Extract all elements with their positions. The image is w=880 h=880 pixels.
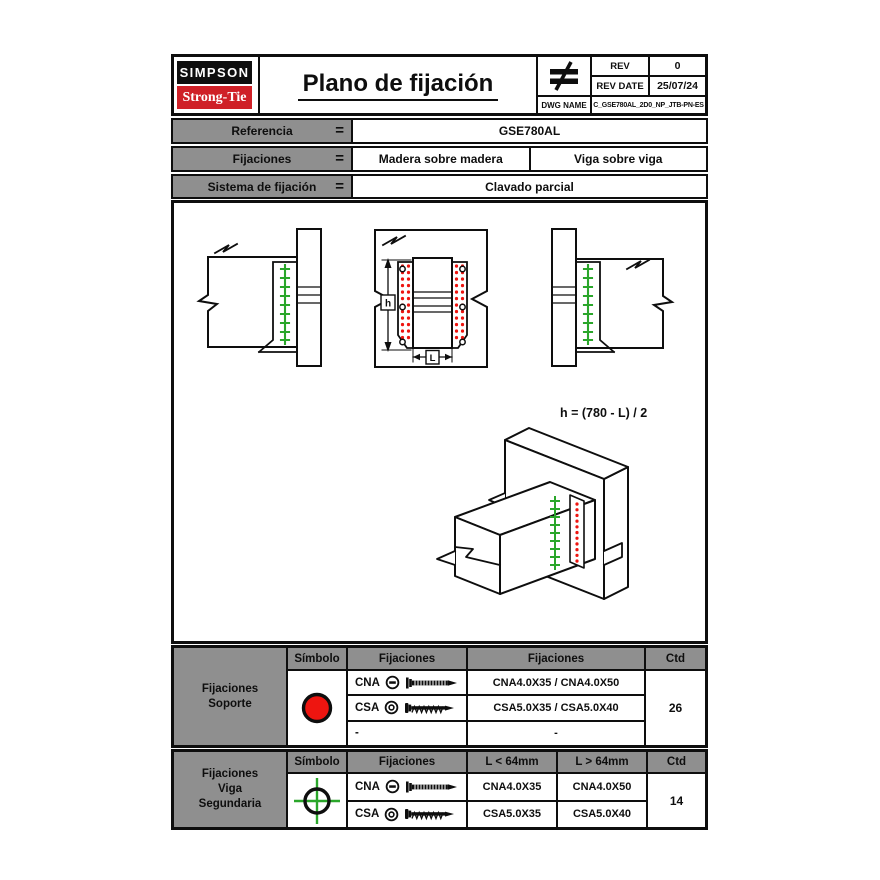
support-row-cna: CNA — [348, 671, 466, 695]
isometric-view — [436, 427, 629, 600]
dim-L-label: L — [430, 353, 436, 364]
secondary-header-ctd: Ctd — [648, 752, 705, 772]
projection-symbol-cell — [538, 57, 590, 95]
nail-head-icon — [385, 675, 400, 690]
fastener-code: - — [355, 727, 359, 740]
info-row-sistema: Sistema de fijación = Clavado parcial — [171, 174, 708, 199]
referencia-label-cell: Referencia = — [173, 120, 353, 142]
secondary-row-cna: CNA — [348, 774, 466, 800]
logo-cell: SIMPSON Strong-Tie — [174, 57, 260, 113]
nail-marks-green — [550, 496, 560, 570]
rev-value: 0 — [650, 57, 705, 75]
referencia-label: Referencia — [231, 124, 293, 138]
dimension-h — [380, 258, 412, 352]
technical-drawing: h L h = (780 - L) / 2 — [196, 228, 675, 600]
secondary-csa-long: CSA5.0X40 — [558, 801, 646, 827]
secondary-row-csa: CSA — [348, 801, 466, 827]
simpson-logo-text: SIMPSON — [179, 65, 250, 80]
equals-sign: = — [335, 121, 344, 139]
first-angle-projection-icon — [550, 61, 578, 91]
info-row-referencia: Referencia = GSE780AL — [171, 118, 708, 144]
secondary-header-l-less: L < 64mm — [468, 752, 556, 772]
support-header-simbolo: Símbolo — [288, 648, 346, 669]
support-header-fijaciones-1: Fijaciones — [348, 648, 466, 669]
support-row-empty: - — [348, 721, 466, 745]
title-cell: Plano de fijación — [260, 57, 536, 113]
side-view-right — [551, 228, 675, 367]
front-view-center — [374, 229, 488, 368]
fijaciones-label-cell: Fijaciones = — [173, 148, 353, 170]
secondary-csa-short: CSA5.0X35 — [468, 801, 556, 827]
revision-block: REV 0 REV DATE 25/07/24 DWG NAME C_GSE78… — [536, 57, 705, 113]
secondary-header-fijaciones: Fijaciones — [348, 752, 466, 772]
beam-break-line — [454, 546, 502, 567]
nail-marks-green — [279, 263, 291, 346]
support-row-csa: CSA — [348, 696, 466, 720]
rev-date-value: 25/07/24 — [650, 77, 705, 95]
title-block: SIMPSON Strong-Tie Plano de fijación REV… — [171, 54, 708, 116]
h-formula: h = (780 - L) / 2 — [560, 406, 647, 420]
strongtie-logo-text: Strong-Tie — [182, 89, 247, 105]
dim-h-label: h — [385, 299, 391, 310]
support-symbol-cell — [288, 671, 346, 745]
sistema-label-cell: Sistema de fijación = — [173, 176, 353, 197]
nail-marks-green — [582, 263, 594, 346]
secondary-cna-short: CNA4.0X35 — [468, 774, 556, 800]
hanger-flange-right — [451, 261, 468, 349]
csa-screw-icon — [405, 702, 455, 715]
support-fixings-table: Fijaciones Soporte Símbolo Fijaciones Fi… — [171, 645, 708, 748]
side-view-left — [196, 228, 322, 367]
support-ctd-value: 26 — [646, 671, 705, 745]
crosshair-symbol-icon — [294, 777, 340, 824]
fastener-code: CSA — [355, 808, 380, 821]
sistema-value: Clavado parcial — [485, 179, 574, 194]
support-spec-cna: CNA4.0X35 / CNA4.0X50 — [468, 671, 644, 695]
fastener-code: CNA — [355, 676, 380, 689]
dwg-name-value: C_GSE780AL_2D0_NP_JTB-PN-ES — [592, 97, 705, 113]
fijaciones-value-right: Viga sobre viga — [528, 148, 707, 170]
support-table-row-label: Fijaciones Soporte — [174, 648, 286, 745]
secondary-symbol-cell — [288, 774, 346, 827]
fijaciones-label: Fijaciones — [232, 152, 292, 166]
nail-hole-rings — [399, 265, 466, 346]
simpson-logo: SIMPSON — [177, 61, 252, 84]
drawing-area: h L h = (780 - L) / 2 — [171, 200, 708, 644]
rev-label: REV — [592, 57, 648, 75]
equals-sign: = — [335, 149, 344, 167]
drawing-sheet: SIMPSON Strong-Tie Plano de fijación REV… — [171, 54, 708, 831]
strongtie-logo: Strong-Tie — [177, 86, 252, 109]
support-header-fijaciones-2: Fijaciones — [468, 648, 644, 669]
referencia-value: GSE780AL — [498, 124, 561, 138]
break-flag — [436, 549, 457, 567]
secondary-beam-fixings-table: Fijaciones Viga Segundaria Símbolo Fijac… — [171, 749, 708, 830]
secondary-cna-long: CNA4.0X50 — [558, 774, 646, 800]
info-row-fijaciones: Fijaciones = Madera sobre madera Viga so… — [171, 146, 708, 172]
nail-head-icon — [385, 779, 400, 794]
cna-nail-icon — [405, 781, 457, 793]
sistema-label: Sistema de fijación — [207, 179, 317, 194]
page-title: Plano de fijación — [297, 70, 499, 101]
red-circle-symbol-icon — [301, 692, 333, 724]
cna-nail-icon — [405, 677, 457, 689]
secondary-header-simbolo: Símbolo — [288, 752, 346, 772]
screw-head-icon — [384, 807, 399, 822]
fastener-code: CSA — [355, 701, 380, 714]
secondary-header-l-greater: L > 64mm — [558, 752, 646, 772]
dwg-name-label: DWG NAME — [538, 97, 590, 113]
equals-sign: = — [335, 177, 344, 195]
csa-screw-icon — [405, 809, 455, 821]
support-spec-csa: CSA5.0X35 / CSA5.0X40 — [468, 696, 644, 720]
support-header-ctd: Ctd — [646, 648, 705, 669]
screw-head-icon — [384, 701, 399, 715]
dimension-L — [412, 348, 453, 365]
hanger-flange-left — [397, 261, 414, 349]
rev-date-label: REV DATE — [592, 77, 648, 95]
support-spec-empty: - — [468, 721, 644, 745]
secondary-table-row-label: Fijaciones Viga Segundaria — [174, 752, 286, 827]
fastener-code: CNA — [355, 780, 380, 793]
fijaciones-value-left: Madera sobre madera — [378, 152, 503, 166]
break-flag — [602, 542, 623, 567]
secondary-ctd-value: 14 — [648, 774, 705, 827]
